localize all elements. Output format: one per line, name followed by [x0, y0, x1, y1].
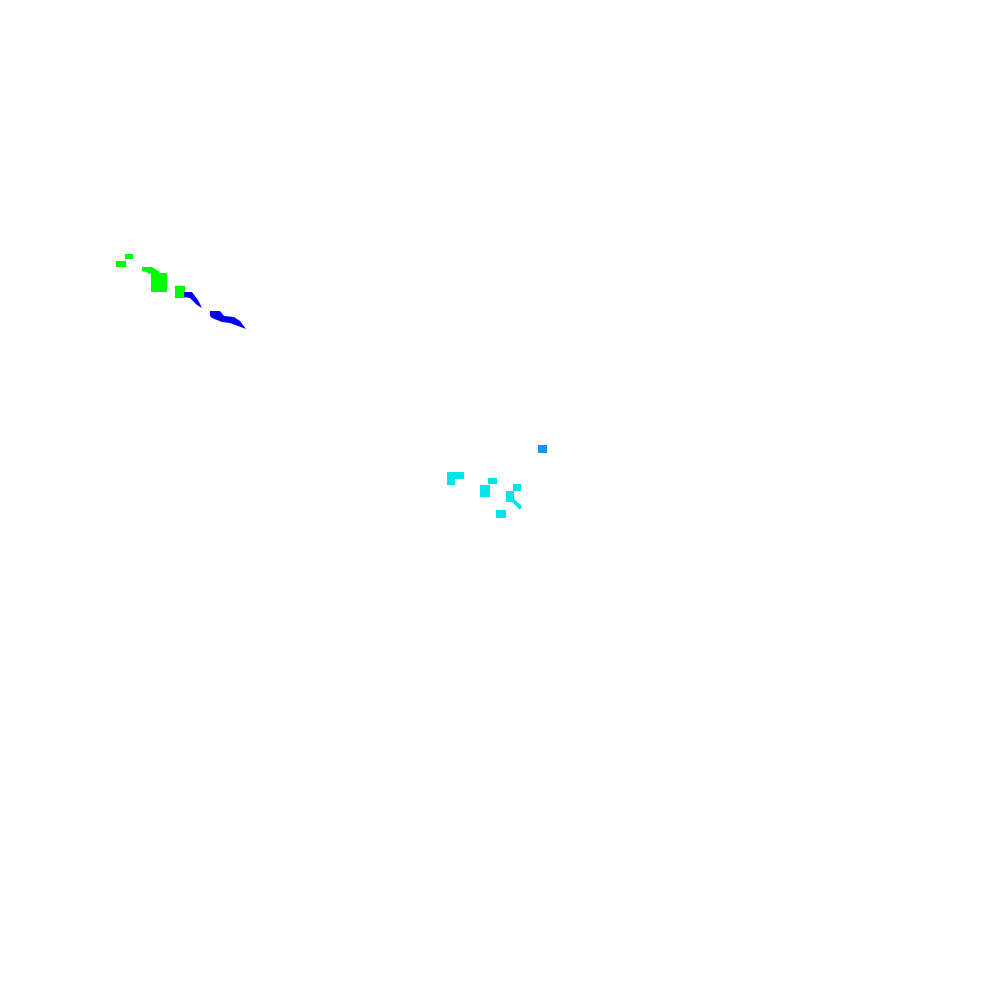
cyan-blob — [480, 485, 490, 497]
cyan-blob — [513, 484, 521, 491]
cyan-blob — [496, 510, 506, 518]
green-blob — [116, 261, 126, 267]
green-blob — [125, 254, 133, 259]
cyan-cluster — [447, 472, 522, 518]
green-blob — [175, 286, 185, 298]
sky-blue-dot — [538, 445, 547, 453]
blue-cluster — [184, 292, 246, 329]
cyan-blob — [447, 472, 464, 485]
green-cluster — [116, 254, 185, 298]
blue-streak — [210, 311, 246, 329]
cyan-blob — [506, 491, 522, 510]
sky-blue-blob — [538, 445, 547, 453]
cyan-blob — [488, 478, 497, 484]
green-blob — [151, 273, 167, 292]
blue-streak — [184, 292, 202, 308]
